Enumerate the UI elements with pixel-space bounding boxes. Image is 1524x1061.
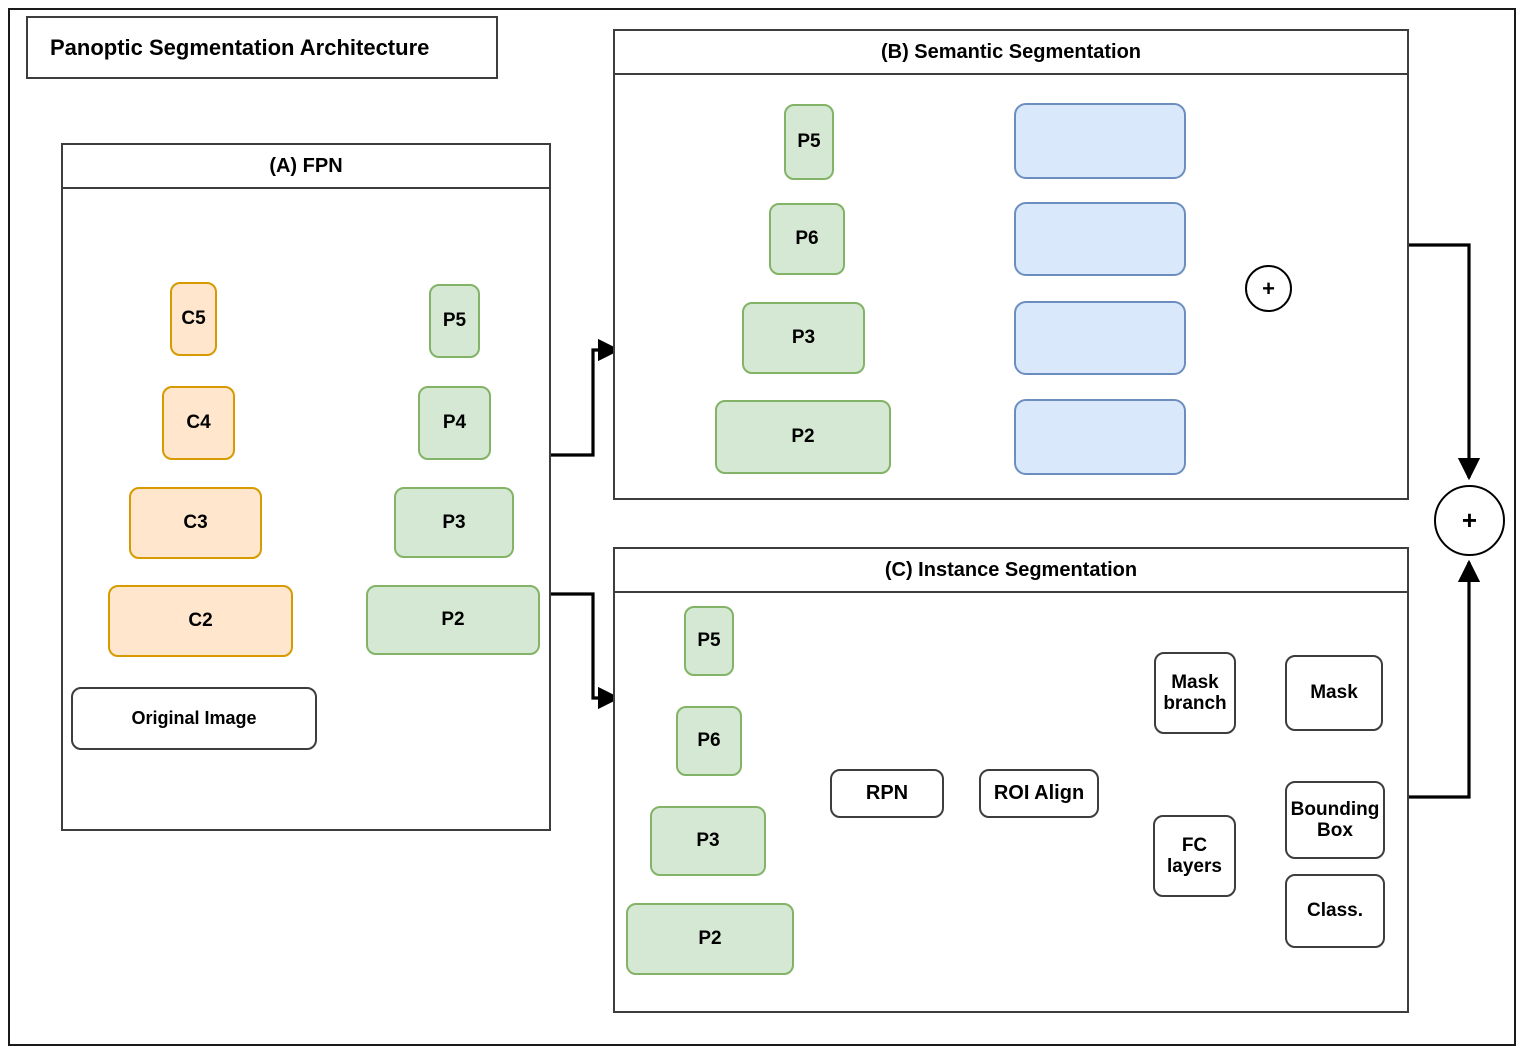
fpn-node-c3[interactable]: C3 — [129, 487, 262, 559]
semantic-input-p6[interactable]: P6 — [769, 203, 845, 275]
instance-input-p5[interactable]: P5 — [684, 606, 734, 676]
instance-node-bounding-box-label: Bounding Box — [1290, 798, 1380, 841]
instance-input-p2[interactable]: P2 — [626, 903, 794, 975]
fpn-node-p3[interactable]: P3 — [394, 487, 514, 558]
fpn-node-p2[interactable]: P2 — [366, 585, 540, 655]
fpn-node-c5[interactable]: C5 — [170, 282, 217, 356]
diagram-outer-frame — [8, 8, 1516, 1046]
instance-node-classification[interactable]: Class. — [1285, 874, 1385, 948]
instance-node-fc-layers-label: FC layers — [1167, 834, 1222, 877]
fpn-node-c4[interactable]: C4 — [162, 386, 235, 460]
panel-fpn-title: (A) FPN — [61, 143, 551, 189]
panel-instance-title: (C) Instance Segmentation — [613, 547, 1409, 593]
instance-node-mask[interactable]: Mask — [1285, 655, 1383, 731]
page-title: Panoptic Segmentation Architecture — [26, 16, 498, 79]
panel-semantic-title: (B) Semantic Segmentation — [613, 29, 1409, 75]
semantic-stage-3[interactable] — [1014, 301, 1186, 375]
instance-node-roi-align[interactable]: ROI Align — [979, 769, 1099, 818]
fpn-node-c2[interactable]: C2 — [108, 585, 293, 657]
instance-node-mask-branch-label: Mask branch — [1163, 671, 1227, 714]
instance-node-mask-branch[interactable]: Mask branch — [1154, 652, 1236, 734]
semantic-input-p5[interactable]: P5 — [784, 104, 834, 180]
instance-input-p3[interactable]: P3 — [650, 806, 766, 876]
semantic-input-p3[interactable]: P3 — [742, 302, 865, 374]
instance-node-fc-layers[interactable]: FC layers — [1153, 815, 1236, 897]
final-merge-plus[interactable]: + — [1434, 485, 1505, 556]
semantic-merge-plus[interactable]: + — [1245, 265, 1292, 312]
semantic-stage-4[interactable] — [1014, 399, 1186, 475]
semantic-stage-1[interactable] — [1014, 103, 1186, 179]
instance-input-p6[interactable]: P6 — [676, 706, 742, 776]
fpn-node-p5[interactable]: P5 — [429, 284, 480, 358]
semantic-input-p2[interactable]: P2 — [715, 400, 891, 474]
instance-node-rpn[interactable]: RPN — [830, 769, 944, 818]
fpn-node-p4[interactable]: P4 — [418, 386, 491, 460]
fpn-node-original-image[interactable]: Original Image — [71, 687, 317, 750]
instance-node-bounding-box[interactable]: Bounding Box — [1285, 781, 1385, 859]
semantic-stage-2[interactable] — [1014, 202, 1186, 276]
